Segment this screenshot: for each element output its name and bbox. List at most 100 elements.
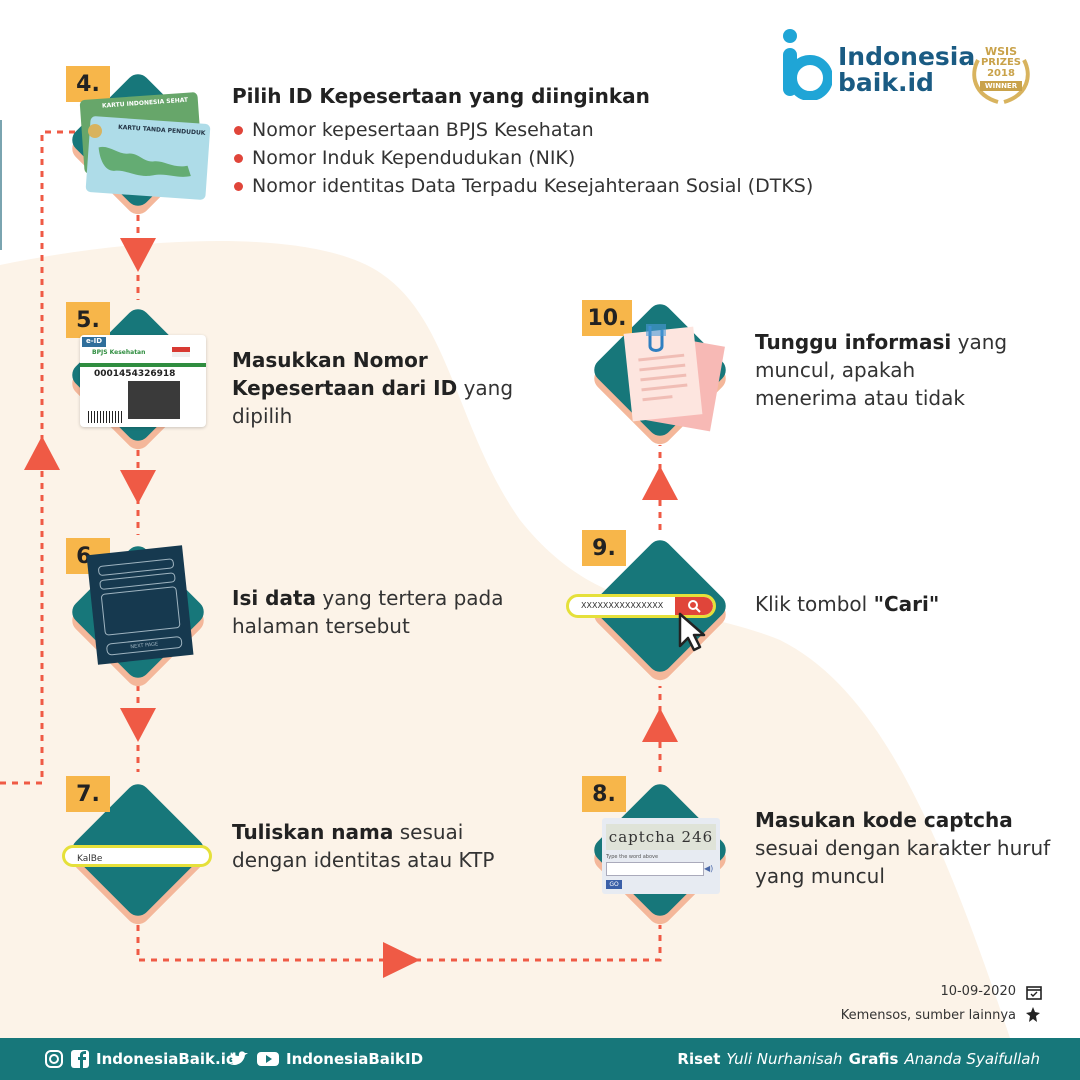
- footer-social-1: IndonesiaBaik.id: [44, 1038, 237, 1080]
- captcha-widget: captcha 246 Type the word above ◀) GO: [602, 818, 720, 894]
- footer-social-1-text: IndonesiaBaik.id: [96, 1050, 237, 1068]
- doc-line: [639, 363, 686, 372]
- arrow-right-icon: [383, 942, 420, 978]
- search-bar: XXXXXXXXXXXXXXX: [566, 594, 716, 618]
- step5-text: Masukkan Nomor Kepesertaan dari ID yang …: [232, 346, 562, 430]
- flag-icon: [172, 347, 190, 357]
- award-line2: PRIZES: [980, 57, 1022, 68]
- step6-text: Isi data yang tertera pada halaman terse…: [232, 584, 532, 640]
- captcha-input: [606, 862, 704, 876]
- edge-line: [0, 120, 2, 250]
- step4-title: Pilih ID Kepesertaan yang diinginkan: [232, 84, 650, 108]
- bpjs-card: e-ID BPJS Kesehatan 0001454326918: [80, 335, 206, 427]
- date-text: 10-09-2020: [940, 984, 1016, 999]
- footer-social-2: IndonesiaBaikID: [228, 1038, 423, 1080]
- paperclip-icon: [646, 324, 666, 352]
- twitter-icon: [230, 1051, 248, 1065]
- step9-prefix: Klik tombol: [755, 592, 874, 616]
- captcha-image: captcha 246: [606, 824, 716, 850]
- doc-line: [641, 383, 688, 392]
- card-redaction: [128, 381, 180, 419]
- step9-bold: "Cari": [873, 592, 940, 616]
- bpjs-card-eid: e-ID: [82, 337, 106, 347]
- bpjs-card-stripe: [80, 363, 206, 367]
- search-value: XXXXXXXXXXXXXXX: [581, 601, 664, 610]
- arrow-down-icon: [120, 708, 156, 742]
- step5-number: 5.: [66, 302, 110, 338]
- footer-social-2-text: IndonesiaBaikID: [286, 1050, 424, 1068]
- arrow-down-icon: [120, 470, 156, 504]
- footer-credits: Riset Yuli Nurhanisah Grafis Ananda Syai…: [677, 1038, 1040, 1080]
- step10-bold: Tunggu informasi: [755, 330, 952, 354]
- award-badge: WSIS PRIZES 2018 WINNER: [968, 40, 1034, 106]
- map-icon: [98, 146, 191, 177]
- step7-number: 7.: [66, 776, 110, 812]
- cursor-icon: [678, 612, 706, 652]
- source-text: Kemensos, sumber lainnya: [840, 1008, 1016, 1023]
- name-input: KalBe: [62, 845, 212, 867]
- form-next-button: NEXT PAGE: [105, 635, 183, 656]
- arrow-up-icon: [24, 436, 60, 470]
- brand-line1: Indonesia: [838, 42, 976, 71]
- grafis-label: Grafis: [848, 1050, 899, 1068]
- arrow-up-icon: [642, 466, 678, 500]
- footer-bar: IndonesiaBaik.id IndonesiaBaikID Riset Y…: [0, 1038, 1080, 1080]
- bpjs-card-number: 0001454326918: [94, 369, 176, 379]
- laurel-icon: [972, 59, 1030, 104]
- doc-line: [642, 395, 673, 402]
- step4-number: 4.: [66, 66, 110, 102]
- riset-name: Yuli Nurhanisah: [726, 1050, 843, 1068]
- step8-bold: Masukan kode captcha: [755, 808, 1013, 832]
- captcha-go-button: GO: [606, 880, 622, 889]
- brand-name: Indonesia baik.id: [838, 44, 975, 96]
- search-button: [675, 597, 713, 615]
- step5-normal: yang dipilih: [232, 376, 514, 428]
- step7-text: Tuliskan nama sesuai dengan identitas at…: [232, 818, 532, 874]
- arrow-up-icon: [642, 708, 678, 742]
- bpjs-card-brand: BPJS Kesehatan: [92, 349, 146, 356]
- step6-normal: yang tertera pada halaman tersebut: [232, 586, 504, 638]
- riset-label: Riset: [677, 1050, 721, 1068]
- barcode-icon: [88, 411, 122, 423]
- step7-bold: Tuliskan nama: [232, 820, 394, 844]
- step4-text: Pilih ID Kepesertaan yang diinginkan Nom…: [232, 82, 872, 200]
- search-icon: [688, 600, 701, 613]
- audio-icon: ◀): [704, 864, 714, 873]
- step4-bullet-item: Nomor Induk Kependudukan (NIK): [232, 144, 872, 172]
- arrow-down-icon: [120, 238, 156, 272]
- step4-bullet-item: Nomor kepesertaan BPJS Kesehatan: [232, 116, 872, 144]
- step4-bullet-item: Nomor identitas Data Terpadu Kesejahtera…: [232, 172, 872, 200]
- step8-number: 8.: [582, 776, 626, 812]
- step8-text: Masukan kode captcha sesuai dengan karak…: [755, 806, 1065, 890]
- youtube-icon: [257, 1052, 279, 1066]
- step10-text: Tunggu informasi yang muncul, apakah men…: [755, 328, 1015, 412]
- award-line1: WSIS: [984, 45, 1018, 58]
- grafis-name: Ananda Syaifullah: [904, 1050, 1040, 1068]
- form-mockup: NEXT PAGE: [86, 545, 194, 665]
- step8-normal: sesuai dengan karakter huruf yang muncul: [755, 836, 1051, 888]
- captcha-hint: Type the word above: [606, 854, 659, 860]
- instagram-icon: [45, 1050, 63, 1068]
- award-line3: 2018: [987, 68, 1015, 79]
- step6-bold: Isi data: [232, 586, 317, 610]
- step9-number: 9.: [582, 530, 626, 566]
- form-textarea: [100, 586, 181, 636]
- pin-icon: [1026, 1007, 1040, 1022]
- facebook-icon: [71, 1050, 89, 1068]
- calendar-icon: [1026, 986, 1042, 1000]
- brand-line2: baik.id: [838, 68, 934, 97]
- doc-line: [640, 373, 687, 382]
- brand-logo-icon: [782, 28, 833, 101]
- step10-normal: yang muncul, apakah menerima atau tidak: [755, 330, 1008, 410]
- award-line4: WINNER: [980, 81, 1022, 91]
- step9-text: Klik tombol "Cari": [755, 590, 1055, 618]
- garuda-emblem-icon: [88, 124, 102, 138]
- step10-number: 10.: [582, 300, 632, 336]
- step5-bold: Masukkan Nomor Kepesertaan dari ID: [232, 348, 458, 400]
- step7-normal: sesuai dengan identitas atau KTP: [232, 820, 495, 872]
- ktp-card: KARTU TANDA PENDUDUK: [85, 115, 211, 201]
